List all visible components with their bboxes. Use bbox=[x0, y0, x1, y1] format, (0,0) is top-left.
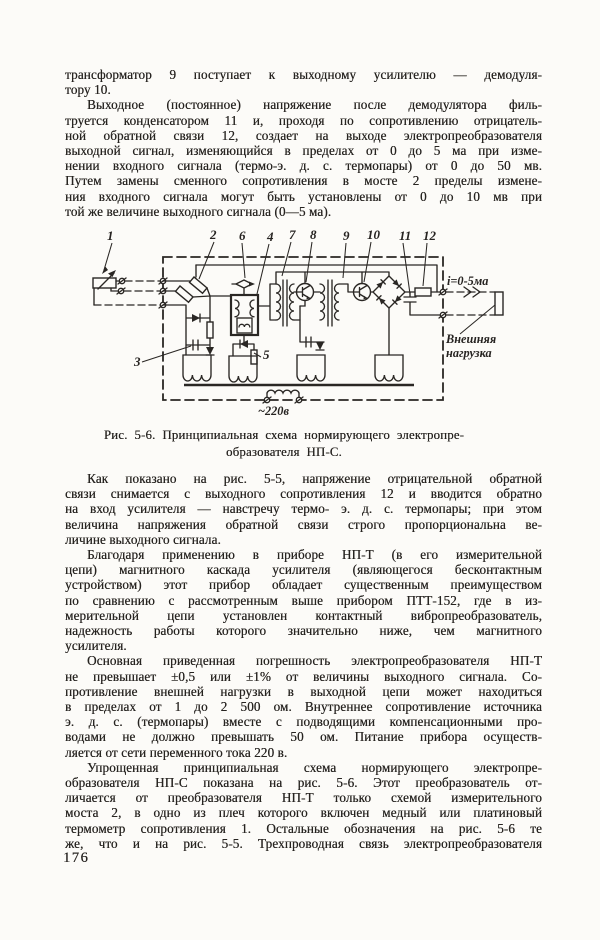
text-line: той же величине выходного сигнала (0—5 м… bbox=[65, 203, 332, 219]
text-line: выходной сигнал, изменяющийся в пределах… bbox=[65, 143, 542, 159]
figure-5-6-schematic: 1 2 6 4 7 8 9 10 11 12 3 5 i=0-5ма Внешн… bbox=[92, 227, 504, 418]
body-text-top: трансформатор 9 поступает к выходному ус… bbox=[65, 67, 542, 219]
text-line: устройством) этот прибор обладает сущест… bbox=[65, 577, 542, 593]
body-text-bottom: Как показано на рис. 5-5, напряжение отр… bbox=[65, 471, 542, 851]
rectifier-bridge bbox=[372, 275, 406, 382]
rtd-sensor-1 bbox=[92, 270, 127, 306]
callout-10: 10 bbox=[367, 227, 381, 242]
external-load bbox=[459, 291, 504, 335]
text-line: ной обратной связи 12, создает на выходе… bbox=[65, 127, 542, 143]
external-load-label-1: Внешняя bbox=[445, 332, 496, 346]
callout-3: 3 bbox=[133, 354, 141, 369]
text-line: ляется от сети переменного тока 220 в. bbox=[65, 744, 288, 760]
transistor-8 bbox=[295, 271, 315, 307]
text-line: личине выходного сигнала. bbox=[65, 531, 221, 547]
resistor-5-branch bbox=[228, 334, 258, 383]
transformer-9 bbox=[312, 279, 355, 327]
output-terminals bbox=[438, 286, 496, 319]
callout-2: 2 bbox=[209, 227, 217, 242]
capacitor-11 bbox=[403, 291, 444, 316]
callout-5: 5 bbox=[263, 347, 270, 362]
output-current-label: i=0-5ма bbox=[447, 274, 488, 288]
measuring-bridge-2 bbox=[162, 264, 232, 304]
callout-11: 11 bbox=[399, 228, 411, 243]
power-label: ~220в bbox=[258, 404, 289, 418]
text-line: э. д. с. (термопары) вместе с подводящим… bbox=[65, 714, 542, 730]
text-line: величина напряжения обратной связи строг… bbox=[65, 516, 542, 532]
text-line: по сравнению с рассмотренным выше прибор… bbox=[65, 592, 542, 608]
callout-6: 6 bbox=[239, 228, 246, 243]
external-load-label-2: нагрузка bbox=[446, 346, 492, 360]
feedback-wires bbox=[195, 264, 438, 293]
text-line: противление внешней нагрузки в выходной … bbox=[65, 683, 542, 699]
text-line: трансформатор 9 поступает к выходному ус… bbox=[65, 67, 542, 82]
text-line: усилителя. bbox=[65, 638, 127, 654]
text-line: образователя НП-С показана на рис. 5-6. … bbox=[65, 775, 542, 791]
text-line: Благодаря применению в приборе НП-Т (в е… bbox=[87, 547, 542, 563]
callout-numbers: 1 2 6 4 7 8 9 10 11 12 3 5 bbox=[107, 227, 437, 369]
text-line: же, что и на рис. 5-5. Трехпроводная свя… bbox=[65, 835, 542, 851]
text-line: надежность работы которого значительно н… bbox=[65, 623, 542, 639]
text-line: связи снимается с выходного сопротивлени… bbox=[65, 486, 542, 502]
text-line: Выходное (постоянное) напряжение после д… bbox=[87, 97, 542, 113]
modulator-4 bbox=[229, 293, 260, 337]
text-line: тору 10. bbox=[65, 82, 111, 98]
callout-9: 9 bbox=[343, 228, 350, 243]
text-line: цепи) магнитного каскада усилителя (явля… bbox=[65, 562, 542, 578]
callout-12: 12 bbox=[423, 228, 437, 243]
text-line: труется конденсатором 11 и, проходя по с… bbox=[65, 112, 542, 128]
vibrator-6 bbox=[231, 279, 255, 296]
text-line: не превышает ±0,5 или ±1% от величины вы… bbox=[65, 668, 542, 684]
transistor-10 bbox=[352, 271, 374, 302]
callout-4: 4 bbox=[266, 229, 274, 244]
text-line: на вход усилителя — навстречу термо- э. … bbox=[65, 501, 542, 517]
callout-1: 1 bbox=[107, 228, 114, 243]
text-line: Основная приведенная погрешность электро… bbox=[87, 653, 542, 669]
figure-caption: Рис. 5-6. Принципиальная схема нормирующ… bbox=[58, 427, 510, 461]
power-coil-220v bbox=[262, 389, 304, 404]
text-line: личается от преобразователя НП-Т только … bbox=[65, 790, 542, 806]
text-line: Упрощенная принципиальная схема нормирую… bbox=[87, 759, 542, 775]
page-number: 176 bbox=[63, 850, 90, 866]
filter-branch-under-8 bbox=[296, 305, 326, 382]
text-line: в пределах от 1 до 2 500 ом. Внутреннее … bbox=[65, 699, 542, 715]
text-line: Как показано на рис. 5-5, напряжение отр… bbox=[87, 471, 542, 486]
figure-caption-line: Рис. 5-6. Принципиальная схема нормирующ… bbox=[103, 428, 465, 442]
text-line: нении входного сигнала (термо-э. д. с. т… bbox=[65, 158, 542, 174]
figure-text-labels: i=0-5ма Внешняя нагрузка ~220в bbox=[258, 274, 496, 418]
transformer-7 bbox=[257, 279, 301, 327]
figure-caption-line: образователя НП-С. bbox=[226, 445, 342, 459]
text-line: термометр сопротивления 1. Остальные обо… bbox=[65, 820, 542, 836]
text-line: моста 2, в одно из плеч которого включен… bbox=[65, 805, 542, 821]
filter-branch-3 bbox=[162, 295, 215, 382]
text-line: ния входного сигнала могут быть установл… bbox=[65, 188, 542, 204]
text-line: Путем замены сменного сопротивления в мо… bbox=[65, 173, 542, 189]
text-line: мерительной цепи установлен контактный в… bbox=[65, 607, 542, 623]
callout-7: 7 bbox=[289, 227, 296, 242]
input-leads bbox=[93, 277, 168, 309]
callout-8: 8 bbox=[310, 227, 317, 242]
enclosure-dashed-box bbox=[162, 256, 444, 401]
text-line: водами не должно превышать 50 ом. Питани… bbox=[65, 729, 542, 745]
callout-leaders bbox=[102, 241, 428, 363]
